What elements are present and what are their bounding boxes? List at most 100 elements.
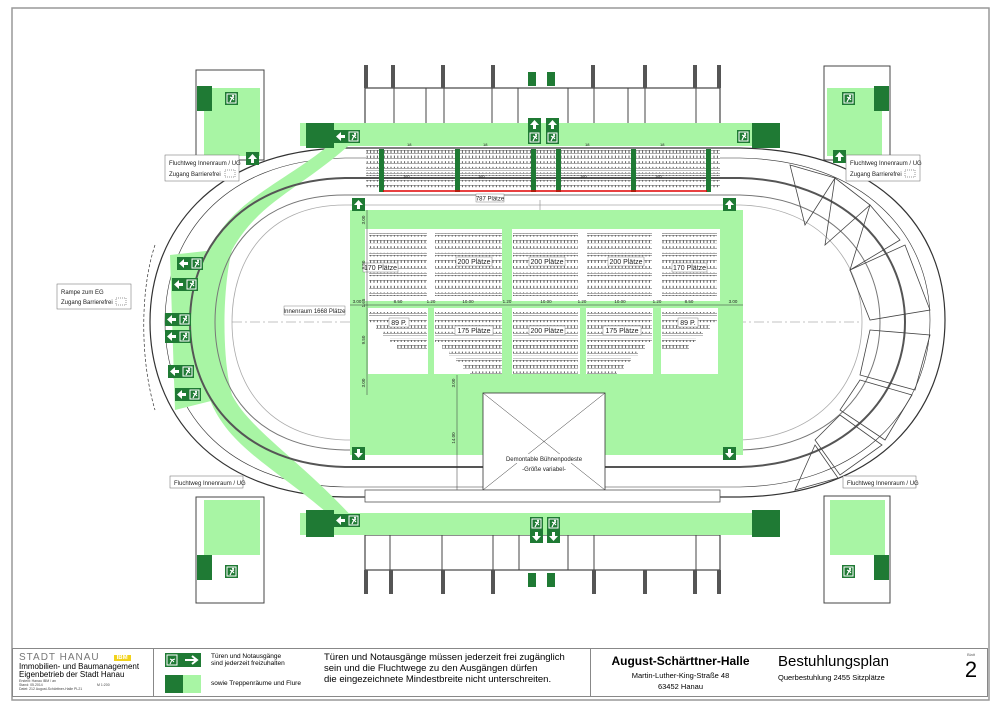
tribune-seat-row bbox=[366, 183, 720, 188]
exit-running-man-icon bbox=[529, 516, 544, 531]
seat-row bbox=[513, 318, 578, 323]
tribune-seat-row bbox=[366, 155, 720, 160]
upper-block-1-label: 170 Plätze bbox=[364, 265, 397, 272]
exit-sign-up-icon bbox=[723, 198, 736, 211]
svg-text:10.00: 10.00 bbox=[540, 299, 552, 304]
exit-sign-down-icon bbox=[723, 447, 736, 460]
upper-block-3-label: 200 Plätze bbox=[530, 259, 563, 266]
tribune-seat-row bbox=[366, 172, 720, 176]
seat-row bbox=[435, 292, 502, 296]
seat-row bbox=[662, 331, 703, 336]
seat-row bbox=[435, 239, 502, 244]
notice-line-1: Türen und Notausgänge müssen jederzeit f… bbox=[324, 652, 565, 663]
seat-row bbox=[662, 233, 717, 237]
svg-text:Fluchtweg Innenraum / UG: Fluchtweg Innenraum / UG bbox=[850, 161, 922, 167]
svg-text:160: 160 bbox=[580, 174, 587, 179]
seat-row bbox=[587, 246, 652, 250]
exit-running-man-icon bbox=[224, 91, 239, 106]
svg-text:14.00: 14.00 bbox=[451, 432, 456, 444]
seat-row bbox=[662, 259, 717, 263]
callout-bottom-right: Fluchtweg Innenraum / UG bbox=[842, 475, 919, 489]
exit-sign-up-icon bbox=[546, 118, 559, 131]
exit-running-man-icon bbox=[346, 129, 361, 144]
seat-row bbox=[662, 338, 696, 342]
exit-sign-legend-icon bbox=[165, 653, 201, 667]
meta-file: Datei: 212 August-Schärttner-Halle PL21 bbox=[19, 687, 83, 691]
exit-running-man-icon bbox=[546, 516, 561, 531]
dimension-line-vertical: 3.00 9.50 1.65 9.50 3.00 3.00 14.00 bbox=[361, 210, 458, 490]
meta-created: Erstellt: Hanau IBM / an bbox=[19, 679, 56, 683]
seat-row bbox=[513, 371, 578, 375]
exit-running-man-icon bbox=[545, 130, 560, 145]
tribune-stair-aisle bbox=[631, 149, 636, 192]
seat-row bbox=[587, 312, 652, 316]
exit-sign-up-icon bbox=[246, 152, 259, 165]
seat-row bbox=[513, 272, 578, 277]
escape-route-left-band bbox=[198, 140, 355, 520]
seat-row bbox=[383, 331, 427, 336]
exit-sign-up-icon bbox=[833, 150, 846, 163]
seat-row bbox=[662, 345, 689, 349]
west-ramp-dashed-outline bbox=[143, 244, 156, 411]
seat-row bbox=[369, 285, 427, 290]
stage-platform: Demontable Bühnenpodeste -Größe variabel… bbox=[482, 392, 606, 491]
exit-sign-arrow-icon bbox=[334, 130, 347, 143]
title-block-hall: August-Schärttner-Halle Martin-Luther-Ki… bbox=[590, 648, 771, 697]
svg-text:18: 18 bbox=[407, 142, 412, 147]
seat-row bbox=[435, 279, 502, 283]
accessible-icon bbox=[904, 169, 916, 178]
seat-row bbox=[587, 252, 652, 257]
exit-sign-down-icon bbox=[352, 447, 365, 460]
hall-address-city: 63452 Hanau bbox=[657, 682, 704, 691]
title-block-legend: Türen und Notausgänge sind jederzeit fre… bbox=[153, 648, 311, 697]
seat-row bbox=[587, 364, 624, 369]
seat-row bbox=[513, 239, 578, 244]
seat-row bbox=[662, 285, 717, 290]
svg-text:1.20: 1.20 bbox=[503, 299, 512, 304]
seat-row bbox=[587, 351, 638, 356]
lower-block-1-label: 89 P. bbox=[391, 320, 406, 327]
upper-block-label: 170 Plätze bbox=[362, 262, 399, 273]
arena-outer-shell bbox=[149, 147, 946, 498]
seat-row bbox=[435, 266, 502, 270]
seat-row bbox=[397, 345, 427, 349]
org-city: STADT HANAU bbox=[19, 652, 100, 663]
callout-west-ramp: Rampe zum EG Zugang Barrierefrei bbox=[56, 283, 132, 310]
hall-name: August-Schärttner-Halle bbox=[611, 654, 750, 668]
org-line-2: Eigenbetrieb der Stadt Hanau bbox=[19, 670, 125, 679]
accessible-icon bbox=[224, 169, 236, 178]
svg-text:1.20: 1.20 bbox=[653, 299, 662, 304]
notice-line-3: die eingezeichnete Mindestbreite nicht u… bbox=[324, 674, 552, 685]
svg-text:160: 160 bbox=[655, 174, 662, 179]
seat-row bbox=[513, 358, 578, 362]
exit-running-man-icon bbox=[527, 130, 542, 145]
title-block-sheet: Blatt 2 bbox=[955, 648, 988, 697]
tribune-stair-aisle bbox=[379, 149, 384, 192]
seat-row bbox=[662, 312, 717, 316]
seat-row bbox=[435, 285, 502, 290]
svg-text:1.65: 1.65 bbox=[361, 298, 366, 307]
accessible-icon bbox=[115, 297, 127, 306]
seat-row bbox=[587, 358, 631, 362]
dimension-line-horizontal: 3.00 8.50 1.20 10.00 1.20 10.00 1.20 10.… bbox=[350, 299, 743, 306]
svg-text:Fluchtweg Innenraum / UG: Fluchtweg Innenraum / UG bbox=[174, 481, 246, 487]
lower-block-3-label: 200 Plätze bbox=[530, 328, 563, 335]
seat-row bbox=[587, 285, 652, 290]
lower-block-5-label: 89 P. bbox=[680, 320, 695, 327]
north-building bbox=[364, 65, 721, 126]
seat-row bbox=[369, 292, 427, 296]
title-block-plan: Bestuhlungsplan Querbestuhlung 2455 Sitz… bbox=[770, 648, 956, 697]
hall-address-street: Martin-Luther-King-Straße 48 bbox=[631, 671, 730, 680]
svg-text:3.00: 3.00 bbox=[451, 378, 456, 387]
seat-row bbox=[513, 338, 578, 342]
title-block-notice: Türen und Notausgänge müssen jederzeit f… bbox=[310, 648, 591, 697]
svg-text:Zugang Barrierefrei: Zugang Barrierefrei bbox=[850, 172, 902, 178]
tribune-seat-row bbox=[366, 161, 720, 165]
svg-text:9.50: 9.50 bbox=[361, 260, 366, 269]
innenraum-capacity-label: Innenraum 1668 Plätze bbox=[283, 309, 346, 315]
upper-block-2-label: 200 Plätze bbox=[457, 259, 490, 266]
ibm-logo: IBM bbox=[113, 654, 131, 661]
seat-row bbox=[369, 239, 427, 244]
exit-running-man-icon bbox=[736, 129, 751, 144]
